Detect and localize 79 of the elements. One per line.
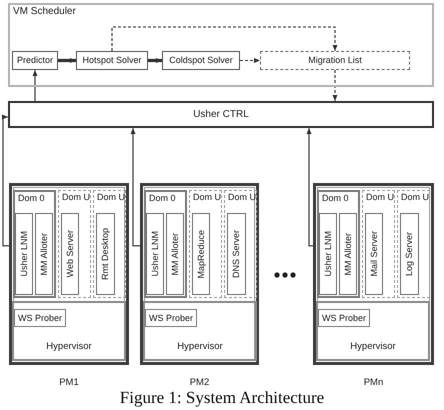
node-label: Hypervisor [177, 342, 223, 351]
node-label: Predictor [16, 56, 53, 65]
node-label: MM Alloter [344, 232, 352, 276]
process-box [162, 51, 240, 70]
node-label: Usher CTRL [193, 110, 249, 120]
domain-title: Dom U [228, 193, 256, 202]
domain-title: Dom U [97, 193, 126, 202]
component-box [227, 213, 246, 295]
machine-box [140, 183, 259, 365]
domain-title: Dom 0 [149, 194, 176, 203]
node-label: Hypervisor [46, 342, 92, 351]
machine-label: PM2 [190, 378, 210, 388]
domain-box [317, 190, 360, 298]
node-label: Usher LNM [20, 231, 28, 277]
process-box [12, 51, 58, 70]
node-label: WS Prober [322, 314, 366, 322]
domain-box [93, 190, 126, 298]
node-label: Migration List [308, 56, 362, 65]
node-label: MapReduce [196, 230, 206, 278]
machine-label: PMn [364, 378, 384, 388]
domain-box [13, 190, 56, 298]
domain-title: Dom 0 [18, 194, 45, 203]
domain-title: Dom U [193, 193, 222, 202]
node-label: Rmt Desktop [101, 228, 110, 280]
component-box [365, 213, 383, 295]
process-box [76, 51, 148, 70]
panel-title: VM Scheduler [13, 7, 76, 17]
node-label: Usher LNM [150, 231, 160, 277]
node-label: DNS Server [232, 230, 241, 278]
component-box [339, 213, 357, 295]
component-box [61, 213, 79, 295]
node-label: Usher LNM [324, 231, 332, 277]
arrow [111, 26, 338, 51]
machine-box [313, 183, 434, 365]
component-box [146, 213, 164, 295]
figure-caption: Figure 1: System Architecture [120, 388, 324, 408]
arrow [58, 58, 76, 63]
node-label: Hypervisor [350, 342, 396, 351]
component-box [96, 213, 115, 295]
node-label: Hotspot Solver [82, 56, 142, 65]
domain-box [224, 190, 257, 298]
arrow [148, 58, 162, 63]
component-box [15, 213, 33, 295]
node-label: Coldspot Solver [169, 56, 233, 65]
node-label: Web Server [66, 230, 74, 278]
hypervisor-band [316, 301, 430, 361]
controller-bar [8, 101, 434, 128]
domain-box [362, 190, 395, 298]
domain-box [189, 190, 222, 298]
domain-title: Dom U [366, 193, 394, 202]
domain-box [397, 190, 430, 298]
component-box [35, 213, 53, 295]
hypervisor-band [12, 301, 126, 361]
node-label: WS Prober [18, 314, 62, 322]
component-box [145, 309, 197, 327]
arrow [240, 58, 260, 63]
domain-box [144, 190, 187, 298]
domain-title: Dom U [401, 193, 430, 202]
hypervisor-band [143, 301, 257, 361]
component-box [318, 309, 370, 327]
component-box [192, 213, 210, 295]
domain-box [58, 190, 91, 298]
arrow [32, 70, 38, 101]
node-label: MM Alloter [170, 232, 180, 276]
arrow [332, 70, 338, 101]
list-box [260, 51, 410, 70]
component-box [14, 309, 66, 327]
machine-label: PM1 [59, 378, 79, 388]
scheduler-panel [8, 3, 434, 87]
component-box [319, 213, 337, 295]
machine-box [9, 183, 129, 365]
component-box [166, 213, 184, 295]
domain-title: Dom 0 [322, 194, 349, 203]
component-box [400, 213, 419, 295]
node-label: MM Alloter [40, 232, 48, 276]
node-label: WS Prober [148, 314, 193, 322]
domain-title: Dom U [62, 193, 90, 202]
node-label: Log Server [405, 232, 414, 276]
node-label: Mail Server [370, 231, 378, 277]
